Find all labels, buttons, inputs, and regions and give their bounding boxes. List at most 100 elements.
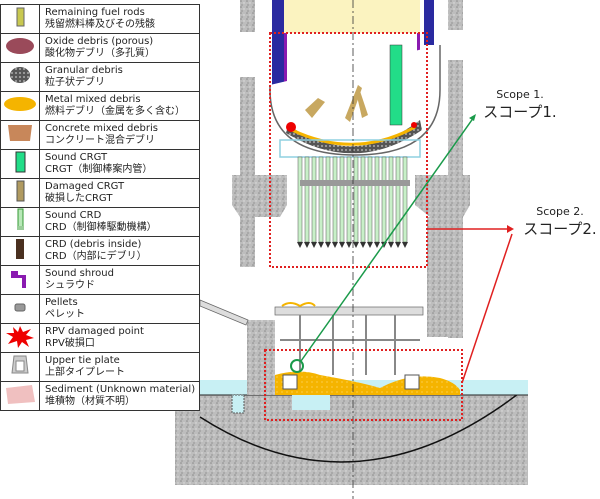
legend-icon-cell bbox=[0, 207, 40, 237]
legend-label-en: CRD (debris inside) bbox=[45, 239, 142, 250]
crd-tip bbox=[318, 242, 324, 248]
legend-icon-cell bbox=[0, 381, 40, 411]
crd-tip bbox=[395, 242, 401, 248]
crd-housing bbox=[304, 156, 310, 243]
scope-1-arrow bbox=[300, 114, 476, 362]
legend-text-cell: CRD (debris inside)CRD（内部にデブリ） bbox=[39, 236, 200, 266]
reactor-pressure-vessel bbox=[269, 0, 441, 158]
metal-debris-icon bbox=[4, 97, 36, 111]
scope-1-box bbox=[269, 32, 428, 268]
legend-icon-cell bbox=[0, 120, 40, 150]
concrete-debris-icon bbox=[8, 125, 32, 141]
crd-housing bbox=[318, 156, 324, 243]
legend-label-ja: CRGT（制御棒案内管） bbox=[45, 164, 153, 175]
shroud-icon bbox=[11, 271, 26, 288]
basemat bbox=[175, 380, 528, 485]
legend-icon-cell bbox=[0, 265, 40, 295]
crd-debris-icon bbox=[16, 239, 24, 259]
legend-label-ja: RPV破損口 bbox=[45, 338, 95, 349]
legend-label-en: Sediment (Unknown material) bbox=[45, 384, 196, 395]
legend-icon-cell bbox=[0, 4, 40, 34]
crd-housing bbox=[395, 156, 401, 243]
crd-support bbox=[300, 180, 410, 186]
legend-row: Oxide debris (porous)酸化物デブリ（多孔質） bbox=[0, 33, 200, 63]
crd-tip bbox=[339, 242, 345, 248]
scope-2-label: Scope 2. スコープ2. bbox=[520, 205, 600, 239]
granular-debris-icon bbox=[10, 67, 30, 83]
crd-tip bbox=[325, 242, 331, 248]
crd-housing bbox=[311, 156, 317, 243]
legend-label-en: Remaining fuel rods bbox=[45, 7, 145, 18]
scope-2-arrow bbox=[427, 225, 514, 384]
legend-label-en: Concrete mixed debris bbox=[45, 123, 158, 134]
crd-housing bbox=[367, 156, 373, 243]
scope-1-target-circle bbox=[290, 359, 304, 373]
legend-label-ja: 上部タイプレート bbox=[45, 367, 125, 378]
oxide-debris-icon bbox=[6, 38, 34, 54]
crd-tip bbox=[360, 242, 366, 248]
crd-tip bbox=[311, 242, 317, 248]
legend-icon-cell bbox=[0, 149, 40, 179]
crd-housing bbox=[339, 156, 345, 243]
legend-label-ja: 残留燃料棒及びその残骸 bbox=[45, 19, 155, 30]
legend-label-en: Granular debris bbox=[45, 65, 123, 76]
legend-label-en: Sound shroud bbox=[45, 268, 114, 279]
sound-crgt-icon bbox=[15, 151, 26, 173]
crd-tip bbox=[374, 242, 380, 248]
crd-tip bbox=[402, 242, 408, 248]
sound-crd-icon bbox=[17, 208, 24, 230]
crd-tip bbox=[388, 242, 394, 248]
legend-icon-cell bbox=[0, 178, 40, 208]
legend-label-ja: CRD（内部にデブリ） bbox=[45, 251, 147, 262]
legend-label-en: Sound CRGT bbox=[45, 152, 108, 163]
crd-housings bbox=[297, 156, 408, 248]
legend-icon-cell bbox=[0, 236, 40, 266]
legend-icon-cell bbox=[0, 33, 40, 63]
scope-1-ja: スコープ1. bbox=[483, 103, 557, 121]
legend-label-ja: コンクリート混合デブリ bbox=[45, 135, 155, 146]
crd-housing bbox=[353, 156, 359, 243]
crd-tip bbox=[353, 242, 359, 248]
crd-tip bbox=[367, 242, 373, 248]
scope-2-ja: スコープ2. bbox=[523, 220, 597, 238]
legend-label-en: Pellets bbox=[45, 297, 78, 308]
legend-label-ja: 燃料デブリ（金属を多く含む） bbox=[45, 106, 185, 117]
crd-platform bbox=[274, 302, 424, 375]
scope-2-en: Scope 2. bbox=[536, 205, 584, 218]
legend-icon-cell bbox=[0, 352, 40, 382]
sediment-icon bbox=[6, 385, 35, 404]
legend-label-ja: 破損したCRGT bbox=[45, 193, 113, 204]
legend-text-cell: Sediment (Unknown material)堆積物（材質不明） bbox=[39, 381, 200, 411]
rpv-damage-icon bbox=[6, 326, 34, 348]
upper-tie-plate-icon bbox=[11, 355, 29, 374]
legend-text-cell: Oxide debris (porous)酸化物デブリ（多孔質） bbox=[39, 33, 200, 63]
fuel-rod-icon bbox=[16, 7, 25, 27]
crd-housing bbox=[332, 156, 338, 243]
crd-tip bbox=[346, 242, 352, 248]
legend-icon-cell bbox=[0, 62, 40, 92]
legend-label-ja: CRD（制御棒駆動機構） bbox=[45, 222, 157, 233]
legend-label-en: Upper tie plate bbox=[45, 355, 120, 366]
crd-tip bbox=[304, 242, 310, 248]
legend-label-ja: ペレット bbox=[45, 309, 85, 320]
crd-housing bbox=[325, 156, 331, 243]
